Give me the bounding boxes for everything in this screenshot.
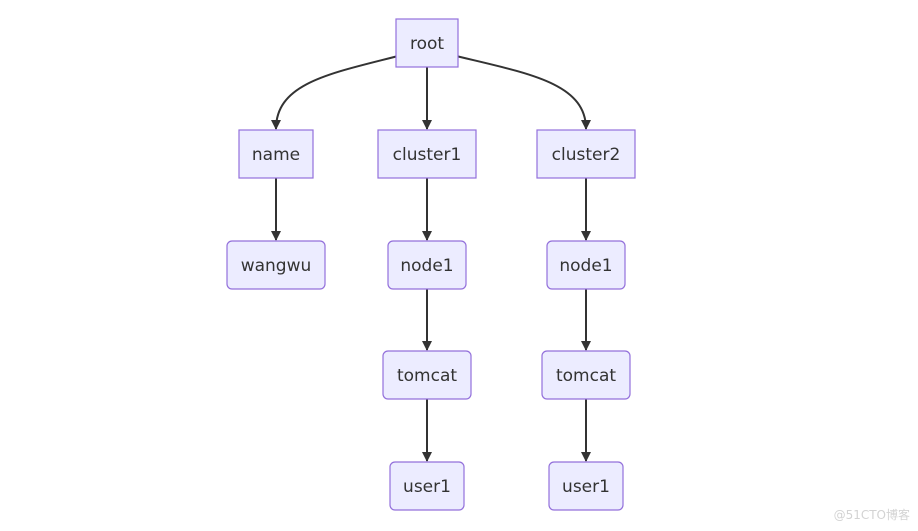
node-label-node1_c2: node1 <box>559 256 612 276</box>
watermark: @51CTO博客 <box>833 508 910 522</box>
node-box-user1_c1 <box>389 461 465 511</box>
node-label-tomcat_c2: tomcat <box>556 366 616 386</box>
node-box-cluster2 <box>536 129 636 179</box>
node-wangwu[interactable]: wangwu <box>226 240 326 290</box>
node-label-user1_c2: user1 <box>562 477 610 497</box>
node-cluster2[interactable]: cluster2 <box>536 129 636 179</box>
node-label-name: name <box>252 145 300 165</box>
node-node1_c2[interactable]: node1 <box>546 240 626 290</box>
node-user1_c1[interactable]: user1 <box>389 461 465 511</box>
node-root[interactable]: root <box>395 18 459 68</box>
node-name[interactable]: name <box>238 129 314 179</box>
node-box-name <box>238 129 314 179</box>
edge-root-to-cluster2 <box>451 54 591 130</box>
node-label-cluster1: cluster1 <box>393 145 462 165</box>
node-box-root <box>395 18 459 68</box>
edge-root-to-name <box>271 54 403 130</box>
node-box-cluster1 <box>377 129 477 179</box>
node-label-cluster2: cluster2 <box>552 145 621 165</box>
node-box-node1_c2 <box>546 240 626 290</box>
node-box-tomcat_c1 <box>382 350 472 400</box>
node-label-node1_c1: node1 <box>400 256 453 276</box>
node-box-user1_c2 <box>548 461 624 511</box>
node-box-node1_c1 <box>387 240 467 290</box>
node-cluster1[interactable]: cluster1 <box>377 129 477 179</box>
node-tomcat_c1[interactable]: tomcat <box>382 350 472 400</box>
node-label-wangwu: wangwu <box>241 256 312 276</box>
node-user1_c2[interactable]: user1 <box>548 461 624 511</box>
node-label-root: root <box>410 34 444 54</box>
nodes-layer: root name cluster1 cluster2 wangwu node1 node1… <box>226 18 636 511</box>
node-label-tomcat_c1: tomcat <box>397 366 457 386</box>
edges-layer <box>271 54 591 462</box>
node-box-wangwu <box>226 240 326 290</box>
node-node1_c1[interactable]: node1 <box>387 240 467 290</box>
node-box-tomcat_c2 <box>541 350 631 400</box>
node-tomcat_c2[interactable]: tomcat <box>541 350 631 400</box>
node-label-user1_c1: user1 <box>403 477 451 497</box>
